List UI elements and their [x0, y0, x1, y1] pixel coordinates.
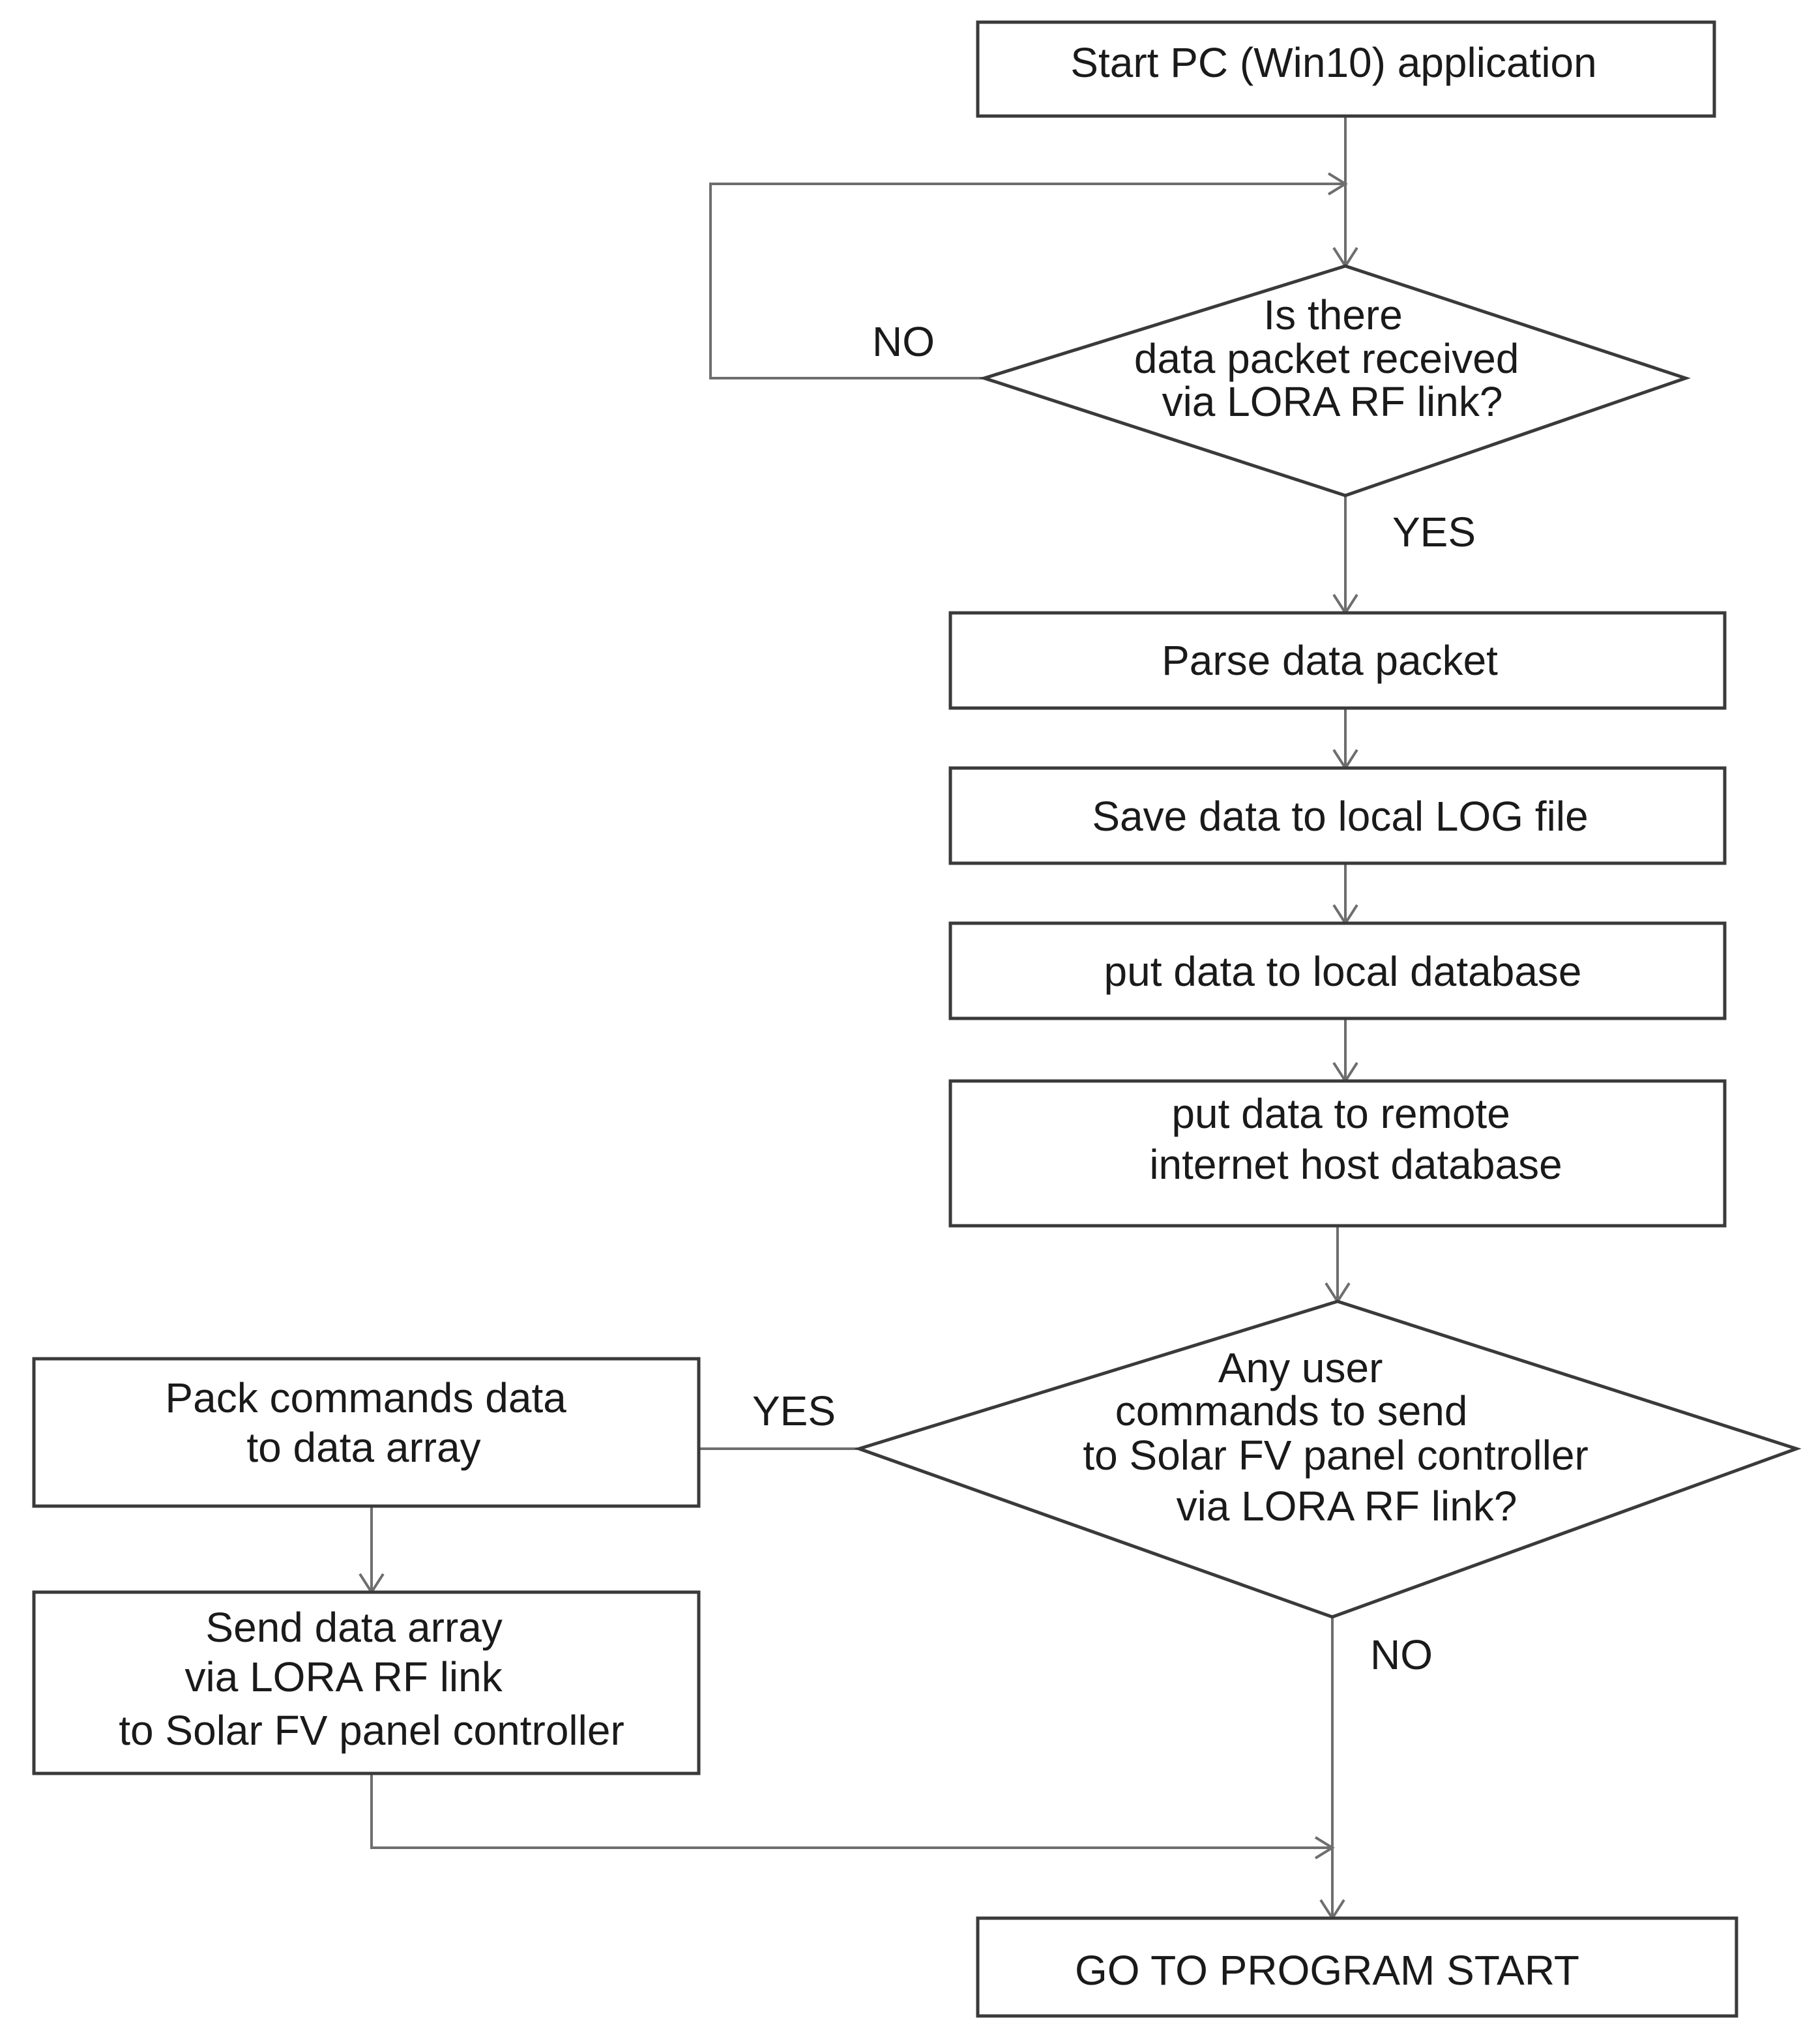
node-goto-start-line: GO TO PROGRAM START: [1075, 1947, 1579, 1994]
node-send-line: via LORA RF link: [184, 1653, 503, 1700]
node-remote-db-text: put data to remote internet host databas…: [1149, 1090, 1562, 1188]
node-save-log: Save data to local LOG file: [948, 766, 1727, 865]
node-pack-line: to data array: [246, 1424, 480, 1471]
node-start-text: Start PC (Win10) application: [1070, 39, 1596, 86]
node-parse: Parse data packet: [948, 611, 1727, 710]
edge-label-commands-no: NO: [1370, 1631, 1433, 1678]
node-start-line: Start PC (Win10) application: [1070, 39, 1596, 86]
node-start: Start PC (Win10) application: [976, 20, 1716, 118]
node-decision-commands-line: to Solar FV panel controller: [1083, 1432, 1589, 1479]
node-save-log-text: Save data to local LOG file: [1092, 793, 1588, 840]
edge-label-received-yes: YES: [1392, 509, 1476, 555]
node-decision-commands-line: via LORA RF link?: [1177, 1483, 1517, 1530]
arrowhead-icon: [1327, 172, 1348, 196]
node-decision-received-text: Is there data packet received via LORA R…: [1134, 291, 1530, 425]
node-decision-commands: Any user commands to send to Solar FV pa…: [854, 1299, 1802, 1619]
node-send-line: to Solar FV panel controller: [119, 1707, 624, 1754]
node-remote-db: put data to remote internet host databas…: [948, 1079, 1727, 1228]
node-decision-received-line: Is there: [1263, 291, 1402, 338]
edge-label-received-no: NO: [872, 318, 935, 365]
node-decision-received-line: via LORA RF link?: [1162, 378, 1503, 425]
node-remote-db-line: internet host database: [1149, 1141, 1562, 1188]
connector-no-loop: [709, 183, 1345, 379]
node-send: Send data array via LORA RF link to Sola…: [32, 1590, 701, 1775]
node-decision-commands-text: Any user commands to send to Solar FV pa…: [1083, 1344, 1600, 1530]
node-send-text: Send data array via LORA RF link to Sola…: [119, 1604, 624, 1754]
node-decision-commands-line: commands to send: [1115, 1387, 1468, 1434]
node-decision-commands-line: Any user: [1218, 1344, 1383, 1391]
node-parse-text: Parse data packet: [1162, 637, 1498, 684]
node-local-db-line: put data to local database: [1104, 948, 1582, 995]
node-decision-received-line: data packet received: [1134, 335, 1519, 382]
node-local-db-text: put data to local database: [1104, 948, 1582, 995]
node-send-line: Send data array: [205, 1604, 502, 1651]
node-pack-text: Pack commands data to data array: [165, 1374, 578, 1471]
node-goto-start-text: GO TO PROGRAM START: [1075, 1947, 1579, 1994]
node-parse-line: Parse data packet: [1162, 637, 1498, 684]
node-remote-db-line: put data to remote: [1171, 1090, 1510, 1137]
node-save-log-line: Save data to local LOG file: [1092, 793, 1588, 840]
connector-send-to-merge: [370, 1773, 1332, 1849]
node-local-db: put data to local database: [948, 921, 1727, 1020]
node-pack-line: Pack commands data: [165, 1374, 566, 1421]
node-pack: Pack commands data to data array: [32, 1357, 701, 1508]
node-goto-start: GO TO PROGRAM START: [976, 1916, 1738, 2018]
edge-label-commands-yes: YES: [752, 1387, 836, 1434]
node-decision-received: Is there data packet received via LORA R…: [978, 264, 1691, 497]
